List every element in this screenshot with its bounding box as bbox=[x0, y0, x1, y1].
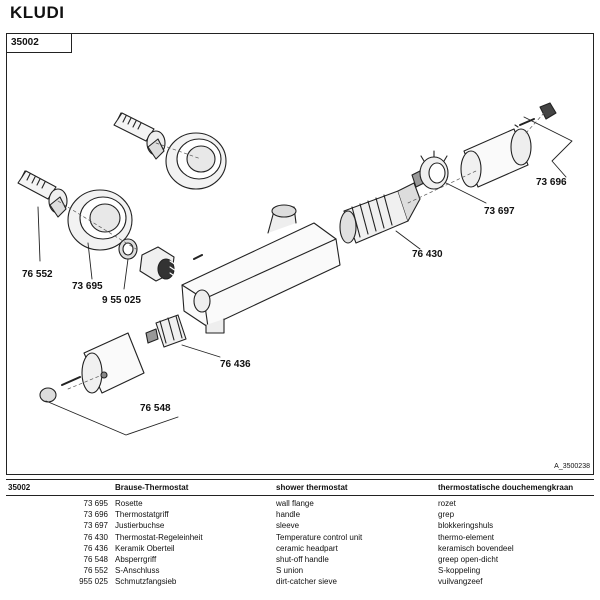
shut-off-cap-part bbox=[39, 387, 57, 403]
shut-off-handle-part bbox=[81, 332, 145, 394]
thermostat-body-part bbox=[181, 204, 341, 334]
leader-76430 bbox=[395, 230, 421, 250]
callout-76436: 76 436 bbox=[220, 359, 251, 370]
diagram-frame bbox=[6, 33, 594, 475]
sleeve-part bbox=[419, 150, 449, 190]
table-top-rule bbox=[6, 479, 594, 480]
callout-73695: 73 695 bbox=[72, 281, 103, 292]
ceramic-headpart-part bbox=[145, 314, 187, 348]
table-row: 76 436 Keramik Oberteil ceramic headpart… bbox=[83, 543, 514, 553]
header-dutch: thermostatische douchemengkraan bbox=[438, 483, 574, 492]
callout-76430: 76 430 bbox=[412, 249, 443, 260]
leader-76436 bbox=[181, 344, 221, 358]
callout-73697: 73 697 bbox=[484, 206, 515, 217]
wall-flange-upper-part bbox=[165, 132, 227, 190]
callout-955025: 9 55 025 bbox=[102, 295, 141, 306]
table-row: 73 695 Rosette wall flange rozet bbox=[83, 499, 456, 508]
callout-73696: 73 696 bbox=[536, 177, 567, 188]
table-row: 955 025 Schmutzfangsieb dirt-catcher sie… bbox=[79, 577, 483, 587]
leader-73695 bbox=[87, 242, 93, 280]
table-row: 76 552 S-Anschluss S union S-koppeling bbox=[83, 566, 481, 576]
handle-screw-part bbox=[514, 118, 535, 128]
thermostat-handle-part bbox=[460, 128, 532, 188]
model-code: 35002 bbox=[6, 33, 72, 53]
s-union-part bbox=[17, 170, 68, 218]
table-header-rule bbox=[6, 495, 594, 496]
dirt-catcher-sieve-part bbox=[118, 238, 138, 260]
leader-76548 bbox=[45, 400, 179, 436]
header-english: shower thermostat bbox=[276, 483, 348, 492]
s-union-upper-part bbox=[113, 112, 166, 160]
table-row: 73 696 Thermostatgriff handle grep bbox=[83, 510, 455, 520]
body-nut-part bbox=[139, 246, 177, 282]
parts-table-header: 35002 Brause-Thermostat shower thermosta… bbox=[0, 483, 600, 495]
header-code: 35002 bbox=[8, 483, 31, 492]
header-german: Brause-Thermostat bbox=[115, 483, 189, 492]
callout-76548: 76 548 bbox=[140, 403, 171, 414]
wall-flange-part bbox=[67, 189, 133, 251]
table-row: 76 548 Absperrgriff shut-off handle gree… bbox=[83, 554, 499, 564]
table-row: 76 430 Thermostat-Regeleinheit Temperatu… bbox=[83, 532, 495, 542]
exploded-view-diagram: 73 696 73 697 76 430 76 552 73 695 9 55 … bbox=[17, 102, 573, 436]
leader-76552 bbox=[37, 206, 41, 262]
temperature-control-unit-part bbox=[339, 170, 425, 244]
leader-73696 bbox=[523, 116, 573, 178]
callout-76552: 76 552 bbox=[22, 269, 53, 280]
drawing-id: A_3500238 bbox=[554, 463, 590, 470]
shut-off-screw-part bbox=[61, 376, 81, 386]
parts-table: 73 695 Rosette wall flange rozet 73 696 … bbox=[0, 499, 600, 589]
brand-logo: KLUDI bbox=[10, 3, 65, 22]
leader-955025 bbox=[123, 258, 129, 290]
handle-cap-part bbox=[539, 102, 557, 120]
leader-73697 bbox=[445, 182, 487, 204]
table-row: 73 697 Justierbuchse sleeve blokkeringsh… bbox=[83, 521, 494, 531]
